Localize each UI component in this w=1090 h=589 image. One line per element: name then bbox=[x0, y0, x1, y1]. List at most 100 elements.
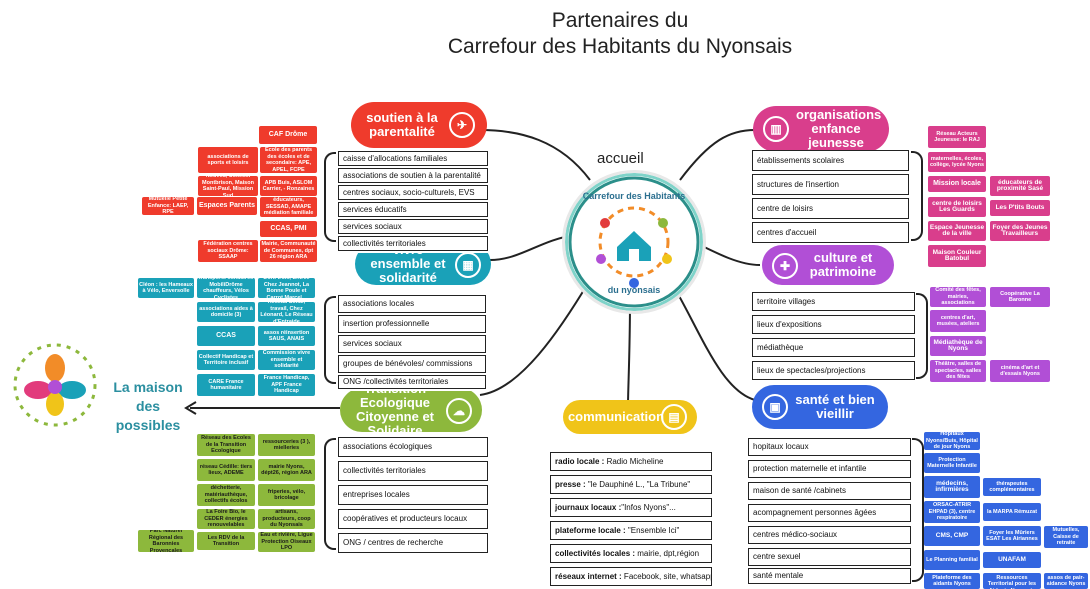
list-item: lieux de spectacles/projections bbox=[752, 361, 915, 380]
partner-box: médecins, infirmières bbox=[924, 476, 980, 498]
partner-box: déchetterie, matériauthèque, collectifs … bbox=[197, 484, 255, 506]
partner-box: CCAS, PMI bbox=[260, 221, 317, 237]
partner-box: artisans, producteurs, coop du Nyonsais bbox=[258, 509, 315, 529]
page-title: Partenaires du Carrefour des Habitants d… bbox=[0, 8, 1090, 60]
pill-sante[interactable]: ▣ santé et bien vieillir bbox=[752, 385, 888, 429]
partner-box: réseau Cédille: tiers lieux, ADEME bbox=[197, 459, 255, 481]
maison-line-1: La maison bbox=[113, 379, 183, 395]
list-item: ONG / centres de recherche bbox=[338, 533, 488, 553]
comm-label: collectivités locales : bbox=[555, 549, 636, 558]
partner-box: APB Buis, ASLOM Carrier, - Ronzaines bbox=[260, 176, 317, 196]
pill-communication[interactable]: communication ▤ bbox=[563, 400, 697, 434]
list-item: territoire villages bbox=[752, 292, 915, 311]
partner-box: Foyer les Mûriers ESAT Les Airiannes bbox=[983, 526, 1041, 546]
list-item: centres médico-sociaux bbox=[748, 526, 911, 544]
partner-box: Comité des fêtes, mairies, associations bbox=[930, 287, 986, 307]
partner-box: Les RDV de la Transition bbox=[197, 532, 255, 550]
partner-box: Foyer des Jeunes Travailleurs bbox=[990, 221, 1050, 241]
title-line-2: Carrefour des Habitants du Nyonsais bbox=[447, 35, 793, 58]
logo-ring bbox=[568, 176, 700, 308]
list-item: maison de santé /cabinets bbox=[748, 482, 911, 500]
partner-box: friperies, vélo, bricolage bbox=[258, 484, 315, 506]
partner-box: maternelles, écoles, collège, lycée Nyon… bbox=[928, 152, 986, 172]
partner-box: Ecole des parents des écoles et de secon… bbox=[260, 147, 317, 173]
title-line-1: Partenaires du bbox=[551, 9, 689, 32]
partner-box: Le Planning familial bbox=[924, 550, 980, 570]
partner-box: CCAS bbox=[197, 326, 255, 346]
list-item: associations locales bbox=[338, 295, 486, 313]
partner-box: Commission vivre ensemble et solidarité bbox=[258, 350, 315, 370]
partner-box: Collectif Handicap et Territoire inclusi… bbox=[197, 350, 255, 370]
partner-box: Nouvea, Collectif Montbrison, Maison Sai… bbox=[198, 176, 258, 196]
partner-box: éducateurs, SESSAD, AMAPE médiation fami… bbox=[260, 197, 317, 217]
partner-box: CARE France humanitaire bbox=[197, 374, 255, 396]
center-logo: Carrefour des Habitants du nyonsais bbox=[562, 170, 706, 314]
partner-box: Espaces Parents bbox=[197, 197, 257, 215]
maison-line-2: des bbox=[135, 398, 161, 414]
maison-line-3: possibles bbox=[115, 417, 181, 433]
list-item: établissements scolaires bbox=[752, 150, 909, 171]
pill-communication-label: communication bbox=[567, 409, 665, 424]
comm-value: "le Dauphiné L., "La Tribune" bbox=[585, 480, 691, 489]
list-item: services sociaux bbox=[338, 335, 486, 353]
list-item: radio locale : Radio Micheline bbox=[550, 452, 712, 471]
pill-enfance[interactable]: ▥ organisations enfance jeunesse bbox=[753, 106, 889, 152]
clipboard-icon: ▤ bbox=[661, 404, 687, 430]
list-item: coopératives et producteurs locaux bbox=[338, 509, 488, 529]
partner-box: mairie Nyons, dépt26, région ARA bbox=[258, 459, 315, 481]
comm-value: "Ensemble Ici" bbox=[625, 526, 680, 535]
rocket-icon: ✈ bbox=[449, 112, 475, 138]
brace bbox=[911, 151, 923, 241]
maison-logo bbox=[10, 340, 100, 430]
pill-parentalite[interactable]: soutien à la parentalité ✈ bbox=[351, 102, 487, 148]
list-item: associations de soutien à la parentalité bbox=[338, 168, 488, 183]
partner-box: Théâtre, salles de spectacles, salles de… bbox=[930, 360, 986, 382]
list-item: lieux d'expositions bbox=[752, 315, 915, 334]
pill-parentalite-label: soutien à la parentalité bbox=[366, 110, 438, 139]
list-item: journaux locaux :"Infos Nyons"... bbox=[550, 498, 712, 517]
list-communication: radio locale : Radio Micheline presse : … bbox=[550, 452, 712, 588]
list-transition: associations écologiques collectivités t… bbox=[338, 437, 488, 555]
partner-box: Mission locale bbox=[928, 176, 986, 192]
list-item: hopitaux locaux bbox=[748, 438, 911, 456]
partner-box: UNAFAM bbox=[983, 552, 1041, 568]
list-parentalite: caisse d'allocations familiales associat… bbox=[338, 151, 488, 253]
partner-box: associations aides à domicile (3) bbox=[197, 302, 255, 322]
pill-enfance-label: organisations enfance jeunesse bbox=[796, 107, 882, 150]
list-vivre: associations locales insertion professio… bbox=[338, 295, 486, 391]
partner-box: France Handicap, APF France Handicap bbox=[258, 374, 315, 396]
list-item: caisse d'allocations familiales bbox=[338, 151, 488, 166]
partner-box: Réseau Simaf, travail, Chez Léonard, Le … bbox=[258, 302, 315, 322]
accueil-label: accueil bbox=[597, 150, 644, 167]
list-culture: territoire villages lieux d'expositions … bbox=[752, 292, 915, 382]
maison-flower-icon bbox=[13, 343, 97, 427]
partner-box: Cléon : les Hameaux à Vélo, Enversolle bbox=[138, 278, 194, 298]
partner-box: Coopérative La Baronne bbox=[990, 287, 1050, 307]
partner-box: Centre de Ressources Territorial pour le… bbox=[983, 573, 1041, 589]
partner-box: Maison Couleur Batobul bbox=[928, 245, 986, 267]
pill-transition[interactable]: Transition Ecologique Citoyenne et Solid… bbox=[340, 382, 482, 438]
pill-vivre-label: vivre ensemble et solidarité bbox=[370, 243, 446, 285]
partner-box: Réseau des Ecoles de la Transition Ecolo… bbox=[197, 434, 255, 456]
calendar-icon: ▦ bbox=[455, 252, 481, 278]
list-item: ONG /collectivités territoriales bbox=[338, 375, 486, 389]
partner-box: Plateforme des aidants Nyons bbox=[924, 573, 980, 589]
comm-label: réseaux internet : bbox=[555, 572, 622, 581]
partner-box: Dont trois, Entrée Chez Jeannot, La Bonn… bbox=[258, 278, 315, 298]
list-item: centres d'accueil bbox=[752, 222, 909, 243]
list-enfance: établissements scolaires structures de l… bbox=[752, 150, 909, 245]
partner-box: cinéma d'art et d'essais Nyons bbox=[990, 360, 1050, 382]
partner-box: centres d'art, musées, ateliers bbox=[930, 310, 986, 332]
partner-box: Hôpitaux Nyons/Buis, Hôpital de jour Nyo… bbox=[924, 432, 980, 450]
partner-box: assos réinsertion SAUS, ANAIS bbox=[258, 326, 315, 346]
partner-box: centre de loisirs Les Guards bbox=[928, 197, 986, 217]
list-item: acompagnement personnes âgées bbox=[748, 504, 911, 522]
partner-box: Eau et rivière, Ligue Protection Oiseaux… bbox=[258, 532, 315, 552]
list-item: structures de l'insertion bbox=[752, 174, 909, 195]
brace bbox=[324, 438, 336, 550]
partner-box: Protection Maternelle Infantile bbox=[924, 453, 980, 473]
partner-box: CAF Drôme bbox=[259, 126, 317, 144]
partner-box: associations de sports et loisirs bbox=[198, 147, 258, 173]
pill-culture[interactable]: ✚ culture et patrimoine bbox=[762, 245, 894, 285]
document-icon: ▣ bbox=[762, 394, 788, 420]
